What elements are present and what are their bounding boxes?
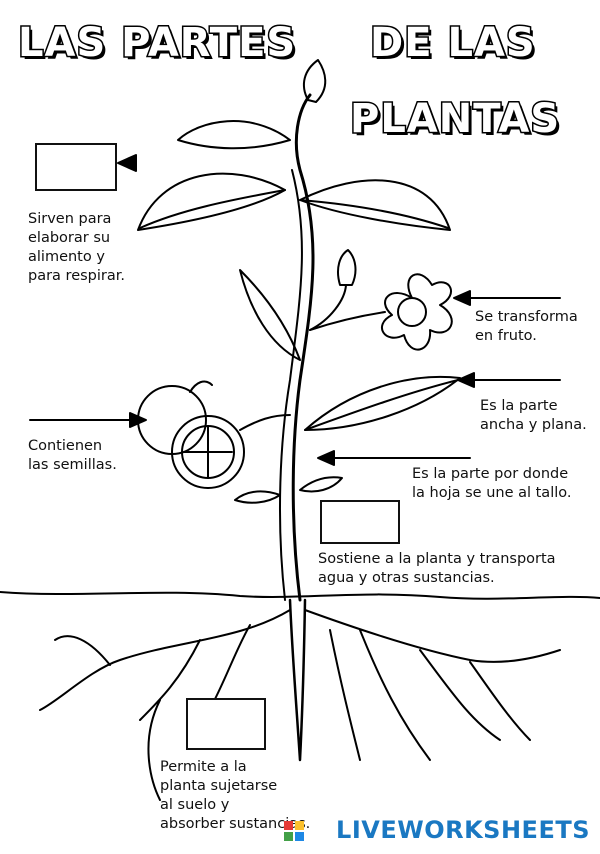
top-bud: [302, 59, 327, 103]
leaf-left-upper: [137, 172, 286, 231]
liveworksheets-brand: LIVEWORKSHEETS: [336, 816, 590, 844]
root-right: [304, 609, 561, 761]
arrow-petiole: [317, 450, 471, 466]
arrow-blade: [457, 372, 561, 388]
label-flower: Se transforma en fruto.: [475, 309, 578, 344]
page-title-part1: LAS PARTES: [16, 19, 297, 68]
label-blade: Es la parte ancha y plana.: [480, 398, 587, 433]
leaf-top-left: [177, 120, 291, 150]
flower-stalk: [309, 311, 386, 331]
liveworksheets-logo-icon: [284, 821, 304, 841]
arrow-flower: [453, 290, 561, 306]
label-fruit: Contienen las semillas.: [28, 438, 117, 473]
stem: [291, 93, 315, 602]
label-petiole: Es la parte por donde la hoja se une al …: [412, 466, 572, 501]
leaf-mid-left: [239, 269, 301, 361]
fruit-cut: [171, 415, 245, 489]
arrow-leaves: [117, 154, 137, 172]
arrow-fruit: [29, 412, 147, 428]
root-left: [39, 609, 291, 801]
answer-box-leaves[interactable]: [35, 143, 117, 191]
page-title-part3: PLANTAS: [348, 95, 561, 144]
leaf-small-left: [234, 490, 281, 504]
ground-line: [0, 591, 600, 600]
main-root: [288, 598, 307, 762]
label-stem: Sostiene a la planta y transporta agua y…: [318, 551, 556, 586]
flower-bud: [337, 249, 357, 286]
label-leaves: Sirven para elaborar su alimento y para …: [28, 211, 125, 284]
flower-petal: [381, 273, 453, 351]
leaf-right-upper: [299, 179, 451, 231]
leaf-mid-right: [304, 375, 461, 431]
answer-box-stem[interactable]: [320, 500, 400, 544]
flower-center: [397, 297, 427, 327]
page-title-part2: DE LAS: [369, 19, 537, 68]
answer-box-root[interactable]: [186, 698, 266, 750]
leaf-small-right: [299, 476, 343, 493]
